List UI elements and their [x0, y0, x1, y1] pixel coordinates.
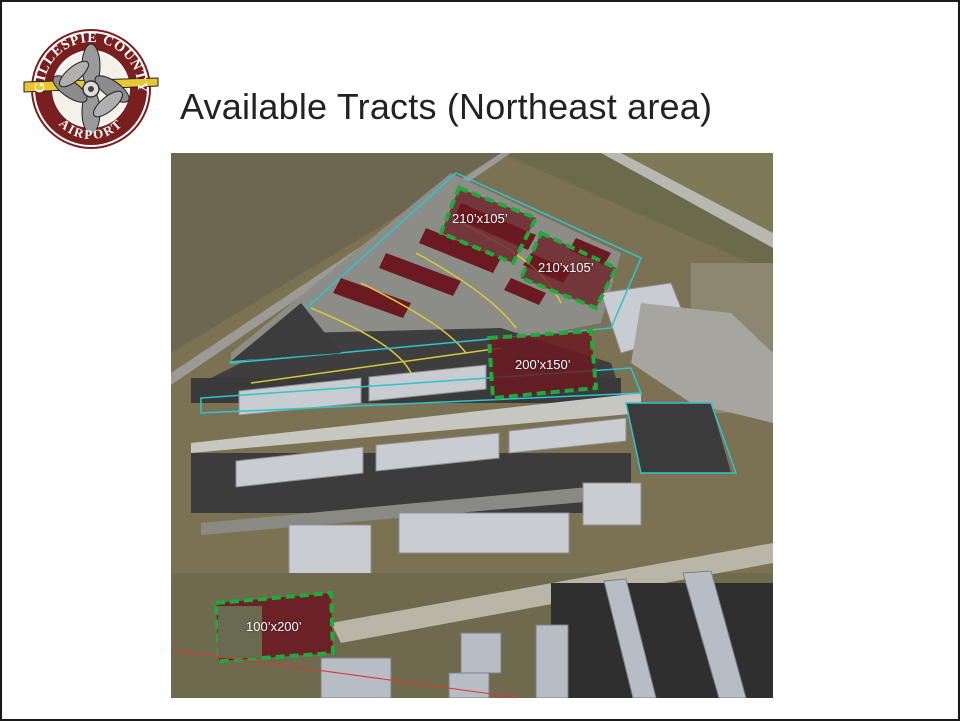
slide-title: Available Tracts (Northeast area) [180, 86, 713, 127]
tract-label-4: 100’x200’ [246, 619, 302, 634]
aerial-map: 210’x105’ 210’x105’ 200’x150’ 100’x200’ [171, 153, 773, 698]
tract-label-2: 210’x105’ [538, 260, 594, 275]
tract-label-1: 210’x105’ [452, 211, 508, 226]
airport-logo: GILLESPIE COUNTY AIRPORT [18, 16, 164, 162]
tract-1-outline [438, 185, 539, 266]
tract-2-outline [518, 230, 619, 311]
aerial-photo-icon [171, 153, 773, 698]
tract-3-outline [486, 328, 599, 401]
tract-label-3: 200’x150’ [515, 357, 571, 372]
airport-logo-icon: GILLESPIE COUNTY AIRPORT [23, 29, 159, 149]
